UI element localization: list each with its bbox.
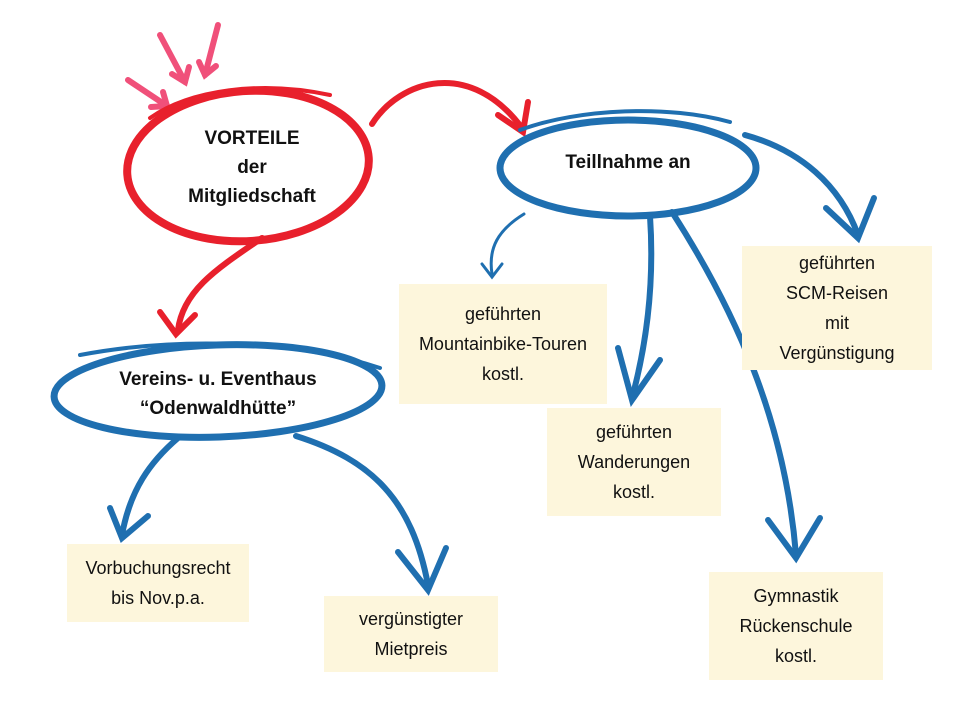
mountainbike-line-3: kostl.	[481, 364, 524, 384]
vereinshaus-ellipse	[50, 341, 386, 441]
vorteile-label: VORTEILE der Mitgliedschaft	[152, 124, 352, 211]
vorteile-line-1: VORTEILE	[204, 128, 300, 149]
vereinshaus-label: Vereins- u. Eventhaus “Odenwaldhütte”	[88, 365, 348, 423]
arrow-mountainbike	[480, 212, 526, 280]
mietpreis-line-1: vergünstigter	[358, 609, 464, 629]
vorbuchung-line-2: bis Nov.p.a.	[111, 588, 205, 608]
scm-line-1: geführten	[798, 253, 876, 273]
vorbuchung-line-1: Vorbuchungsrecht	[85, 558, 231, 578]
box-wanderungen: geführten Wanderungen kostl.	[547, 408, 721, 516]
gymnastik-line-3: kostl.	[774, 646, 817, 666]
arrow-mietpreis	[293, 433, 449, 596]
arrow-scm-reisen	[742, 132, 877, 244]
wanderungen-line-1: geführten	[595, 422, 673, 442]
teilnahme-line-1: Teillnahme an	[565, 152, 691, 173]
mietpreis-line-2: Mietpreis	[374, 639, 448, 659]
scm-line-2: SCM-Reisen	[785, 283, 889, 303]
vereinshaus-line-2: “Odenwaldhütte”	[139, 398, 297, 419]
mountainbike-line-2: Mountainbike-Touren	[418, 334, 588, 354]
scm-line-3: mit	[825, 313, 849, 333]
red-arrow-vereinshaus	[157, 235, 265, 339]
vorteile-line-3: Mitgliedschaft	[188, 186, 316, 207]
box-mietpreis: vergünstigter Mietpreis	[324, 596, 498, 672]
vereinshaus-line-1: Vereins- u. Eventhaus	[119, 369, 317, 390]
box-mountainbike: geführten Mountainbike-Touren kostl.	[399, 284, 607, 404]
teilnahme-label: Teillnahme an	[528, 148, 728, 177]
wanderungen-line-3: kostl.	[612, 482, 655, 502]
wanderungen-line-2: Wanderungen	[577, 452, 691, 472]
gymnastik-line-1: Gymnastik	[753, 586, 839, 606]
box-vorbuchung: Vorbuchungsrecht bis Nov.p.a.	[67, 544, 249, 622]
gymnastik-line-2: Rückenschule	[739, 616, 853, 636]
vorteile-line-2: der	[237, 157, 267, 178]
box-scm-reisen: geführten SCM-Reisen mit Vergünstigung	[742, 246, 932, 370]
arrow-vorbuchung	[107, 435, 181, 543]
box-gymnastik: Gymnastik Rückenschule kostl.	[709, 572, 883, 680]
mountainbike-line-1: geführten	[464, 304, 542, 324]
scm-line-4: Vergünstigung	[779, 343, 895, 363]
arrow-wanderungen	[615, 213, 663, 407]
teilnahme-ellipse	[496, 109, 760, 220]
red-arrow-teilnahme	[369, 79, 531, 138]
